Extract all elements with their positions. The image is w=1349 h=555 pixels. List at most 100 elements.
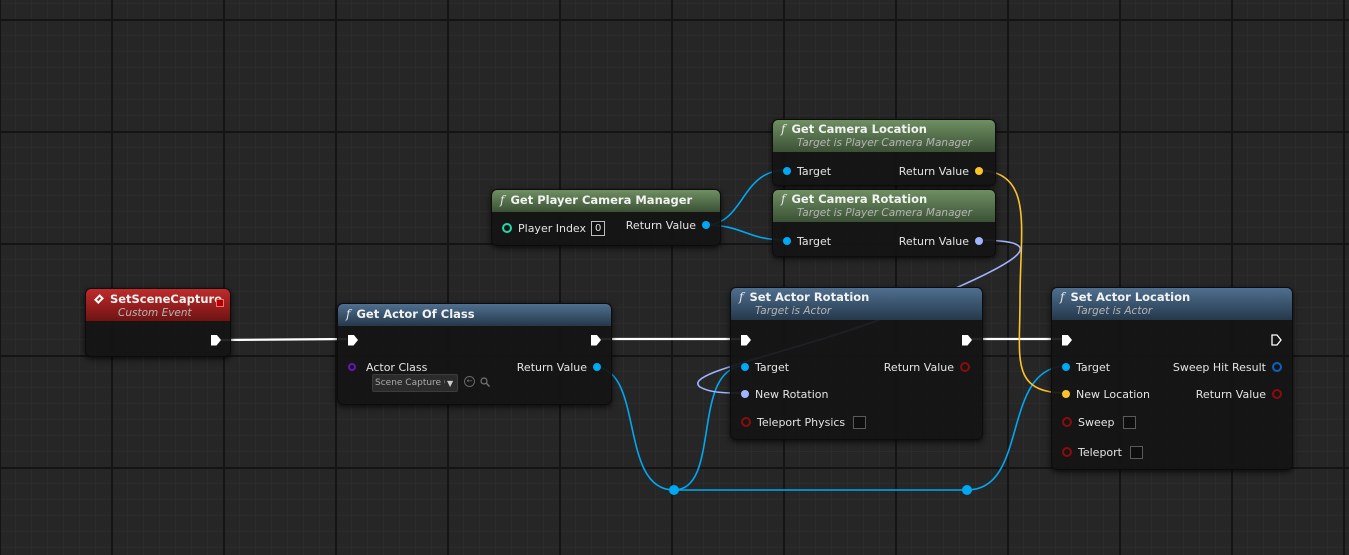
- exec-out-row: [962, 331, 972, 349]
- target-pin-row: Target: [783, 232, 831, 250]
- exec-pin-icon[interactable]: [211, 334, 221, 346]
- teleport-physics-checkbox[interactable]: [853, 415, 867, 429]
- event-icon: [94, 294, 104, 304]
- pin-label: Return Value: [1195, 387, 1266, 401]
- boolean-pin[interactable]: [1062, 447, 1072, 457]
- dropdown-chevron-icon: ▼: [447, 378, 454, 388]
- struct-pin[interactable]: [1272, 362, 1282, 372]
- node-set-scene-capture[interactable]: SetSceneCapture Custom Event: [85, 288, 231, 357]
- use-selected-icon[interactable]: ←: [464, 376, 475, 387]
- vector-pin[interactable]: [1062, 390, 1070, 398]
- node-subtitle: Custom Event: [118, 307, 192, 319]
- object-pin[interactable]: [741, 363, 749, 371]
- target-pin-row: Target: [783, 162, 831, 180]
- teleport-checkbox[interactable]: [1130, 445, 1143, 459]
- return-value-pin-row: Return Value: [626, 216, 710, 234]
- boolean-pin[interactable]: [741, 417, 751, 427]
- rotator-pin[interactable]: [741, 390, 749, 398]
- node-header: f Set Actor Location Target is Actor: [1052, 288, 1292, 320]
- sweep-pin-row: Sweep: [1062, 413, 1136, 431]
- node-subtitle: Target is Actor: [1076, 305, 1153, 317]
- object-pin[interactable]: [702, 221, 710, 229]
- exec-in-row: [741, 331, 751, 349]
- node-title: Get Actor Of Class: [356, 307, 475, 321]
- pin-label: Target: [1076, 360, 1111, 374]
- pin-label: Target: [797, 234, 832, 248]
- integer-pin[interactable]: [502, 223, 512, 233]
- exec-out-row: [211, 331, 221, 349]
- exec-pin-icon[interactable]: [348, 334, 358, 346]
- node-title: Get Camera Rotation: [791, 192, 928, 206]
- node-get-camera-location[interactable]: f Get Camera Location Target is Player Ca…: [772, 119, 996, 186]
- node-subtitle: Target is Player Camera Manager: [797, 137, 972, 149]
- pin-label: New Location: [1076, 387, 1151, 401]
- node-set-actor-location[interactable]: f Set Actor Location Target is Actor Targ…: [1051, 287, 1293, 470]
- pin-label: Teleport Physics: [757, 415, 846, 429]
- return-value-pin-row: Return Value: [517, 358, 601, 376]
- boolean-pin[interactable]: [1062, 417, 1072, 427]
- pin-label: Return Value: [516, 360, 587, 374]
- object-pin[interactable]: [783, 167, 791, 175]
- new-rotation-pin-row: New Rotation: [741, 385, 829, 403]
- event-delegate-pin[interactable]: [216, 299, 224, 307]
- exec-pin-icon[interactable]: [1271, 334, 1282, 346]
- exec-pin-icon[interactable]: [1062, 334, 1072, 346]
- node-title: Get Player Camera Manager: [510, 193, 693, 207]
- teleport-pin-row: Teleport: [1062, 443, 1143, 461]
- target-pin-row: Target: [741, 358, 789, 376]
- sweep-checkbox[interactable]: [1122, 415, 1136, 429]
- sweep-hit-result-pin-row: Sweep Hit Result: [1173, 358, 1282, 376]
- target-pin-row: Target: [1062, 358, 1110, 376]
- return-value-pin-row: Return Value: [884, 358, 970, 376]
- node-title: Get Camera Location: [791, 122, 927, 136]
- node-header: SetSceneCapture Custom Event: [86, 289, 230, 321]
- object-pin[interactable]: [1062, 363, 1070, 371]
- object-pin[interactable]: [783, 237, 791, 245]
- exec-out-row: [1271, 331, 1282, 349]
- function-icon: f: [781, 122, 786, 136]
- pin-label: Teleport: [1078, 445, 1122, 459]
- pin-label: Sweep Hit Result: [1172, 360, 1266, 374]
- pin-label: Return Value: [625, 218, 696, 232]
- exec-pin-icon[interactable]: [962, 334, 972, 346]
- browse-icon[interactable]: [480, 377, 490, 387]
- new-location-pin-row: New Location: [1062, 385, 1150, 403]
- player-index-pin-row: Player Index 0: [502, 219, 606, 237]
- pin-label: Target: [755, 360, 790, 374]
- exec-pin-icon[interactable]: [591, 334, 601, 346]
- function-icon: f: [781, 192, 786, 206]
- teleport-physics-pin-row: Teleport Physics: [741, 413, 867, 431]
- node-title: SetSceneCapture: [109, 292, 222, 306]
- exec-in-row: [1062, 331, 1072, 349]
- class-pin[interactable]: [348, 363, 356, 371]
- function-icon: f: [1060, 290, 1065, 304]
- reroute-node[interactable]: [962, 485, 972, 495]
- reroute-node[interactable]: [669, 485, 679, 495]
- pin-label: Actor Class: [366, 360, 428, 374]
- return-value-pin-row: Return Value: [899, 232, 983, 250]
- actor-class-dropdown[interactable]: Scene Capture C ▼: [372, 374, 458, 392]
- exec-pin-icon[interactable]: [741, 334, 751, 346]
- boolean-pin[interactable]: [960, 362, 970, 372]
- rotator-pin[interactable]: [975, 237, 983, 245]
- exec-out-row: [591, 331, 601, 349]
- vector-pin[interactable]: [975, 167, 983, 175]
- function-icon: f: [739, 290, 744, 304]
- pin-label: Return Value: [883, 360, 954, 374]
- pin-label: Sweep: [1078, 415, 1115, 429]
- node-title: Set Actor Location: [1070, 290, 1191, 304]
- object-pin[interactable]: [593, 363, 601, 371]
- player-index-input[interactable]: 0: [591, 220, 606, 236]
- exec-in-row: [348, 331, 358, 349]
- boolean-pin[interactable]: [1272, 389, 1282, 399]
- return-value-pin-row: Return Value: [899, 162, 983, 180]
